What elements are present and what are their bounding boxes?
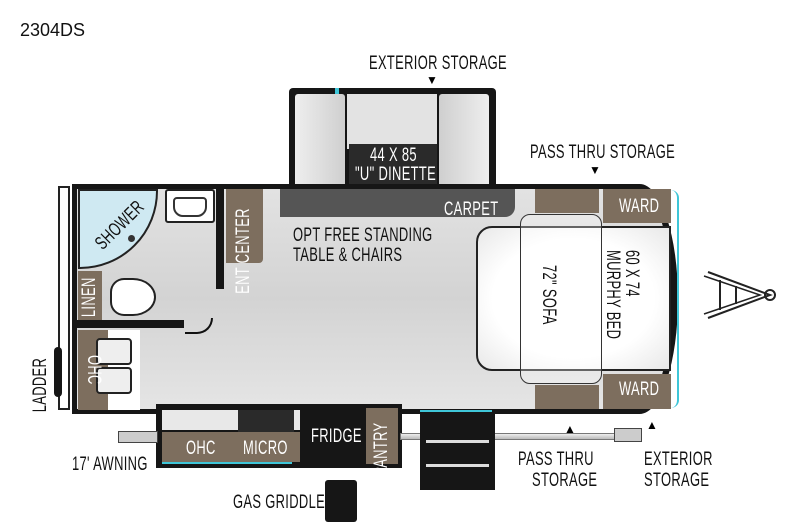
arrow-up-icon: ▲ — [564, 422, 576, 436]
ohc-galley — [162, 432, 300, 462]
ward-top-label: WARD — [619, 196, 660, 217]
murphy-bed-size-label: 60 X 74 — [621, 250, 642, 297]
pantry — [366, 408, 398, 464]
ladder-label: LADDER — [30, 357, 51, 413]
murphy-bed[interactable] — [476, 226, 671, 371]
carpet-label: CARPET — [444, 199, 499, 220]
gas-griddle — [325, 480, 357, 522]
awning-end-right — [614, 428, 642, 442]
awning-end-left — [118, 431, 158, 443]
murphy-bed-label: MURPHY BED — [602, 250, 623, 340]
ent-center-label: ENT CENTER — [233, 208, 254, 294]
bathroom-sink — [165, 189, 215, 223]
ent-center — [226, 189, 263, 263]
arrow-down-icon: ▼ — [426, 73, 438, 87]
sofa — [520, 214, 602, 384]
entry-step — [420, 412, 495, 490]
shower-drain-icon — [128, 235, 135, 242]
ward-bottom-label: WARD — [619, 379, 660, 400]
hitch-icon — [703, 271, 776, 319]
opt-table-label-1: OPT FREE STANDING — [293, 225, 433, 246]
fridge-label: FRIDGE — [311, 426, 362, 447]
cooktop — [238, 410, 294, 434]
toilet-icon — [110, 278, 156, 316]
front-window — [671, 190, 679, 408]
arrow-down-icon: ▼ — [589, 163, 601, 177]
pantry-label: PANTRY — [371, 422, 392, 476]
opt-table-label-2: TABLE & CHAIRS — [293, 245, 403, 266]
wardrobe-bottom — [603, 374, 671, 409]
linen-closet — [78, 271, 102, 321]
ohc-kitchen-label: OHC — [83, 355, 104, 385]
kitchen-sink-right — [96, 367, 132, 394]
sofa-end-bottom — [535, 385, 599, 409]
carpet-area — [280, 189, 515, 217]
kitchen-sink-left — [96, 338, 132, 365]
bath-wall-bottom — [72, 320, 184, 328]
exterior-storage-label: EXTERIOR STORAGE — [369, 53, 508, 74]
ohc-galley-label: OHC — [186, 438, 216, 459]
ladder-handle — [54, 347, 62, 397]
arrow-up-icon: ▲ — [646, 418, 658, 432]
awning-label: 17' AWNING — [72, 454, 148, 475]
linen-label: LINEN — [79, 277, 100, 318]
sofa-end-top — [535, 189, 599, 213]
dinette-size-label: 44 X 85 — [370, 145, 417, 166]
dinette-name-label: "U" DINETTE — [355, 164, 437, 185]
pass-thru-bottom-label-1: PASS THRU — [518, 449, 594, 470]
micro-label: MICRO — [243, 438, 288, 459]
floorplan-title: 2304DS — [20, 20, 86, 40]
pass-thru-bottom-label-2: STORAGE — [532, 470, 598, 491]
exterior-bottom-label-2: STORAGE — [644, 470, 710, 491]
pass-thru-storage-label: PASS THRU STORAGE — [530, 142, 676, 163]
galley-window — [162, 462, 292, 464]
entry-door[interactable] — [420, 410, 492, 412]
wardrobe-top — [603, 189, 671, 223]
sofa-label: 72" SOFA — [538, 265, 559, 325]
gas-griddle-label: GAS GRIDDLE — [233, 492, 326, 513]
exterior-bottom-label-1: EXTERIOR — [644, 449, 713, 470]
bath-wall — [216, 189, 224, 289]
